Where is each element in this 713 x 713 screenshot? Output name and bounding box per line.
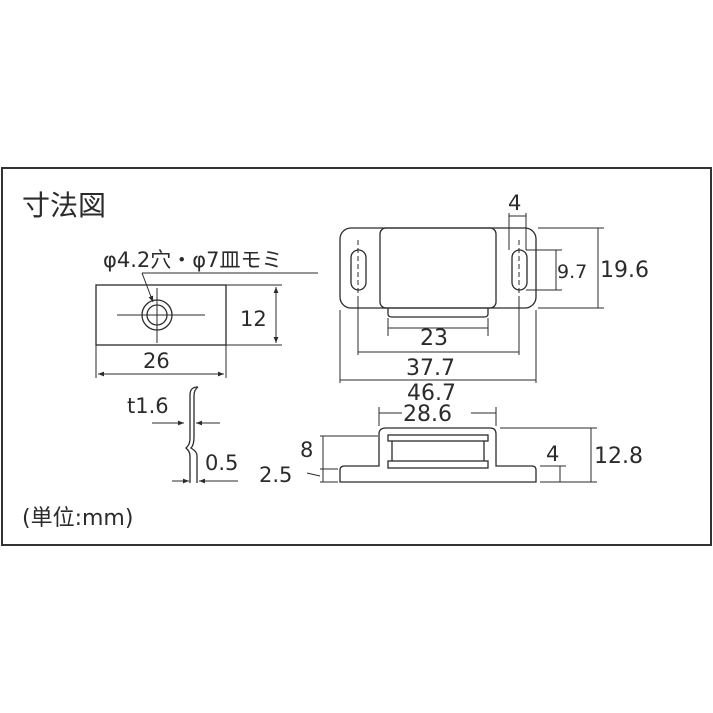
plate-view: φ4.2穴・φ7皿モミ 12 26: [95, 248, 318, 378]
unit-note: (単位:mm): [22, 506, 133, 531]
magnet-width-label: 28.6: [403, 402, 452, 427]
front-view: 28.6 8 2.5 4 12.8: [259, 402, 643, 487]
total-width-label: 46.7: [407, 381, 456, 406]
front-total-height-label: 12.8: [594, 444, 643, 469]
slot-width-label: 4: [508, 191, 521, 215]
body-height-label: 8: [300, 438, 313, 462]
base-plate-outline: [339, 227, 537, 309]
offset-label: 0.5: [205, 451, 238, 475]
flange-height-label: 4: [546, 442, 559, 466]
front-outline: [339, 427, 537, 483]
hole-pitch-label: 37.7: [406, 356, 455, 381]
magnet-body-outline: [379, 227, 497, 309]
thickness-label: t1.6: [127, 394, 169, 418]
plate-width-label: 26: [143, 349, 170, 373]
base-thickness-label: 2.5: [259, 463, 292, 487]
magnet-top-plate: [387, 434, 489, 442]
page-title: 寸法図: [22, 189, 106, 222]
magnet-bottom-plate: [387, 460, 489, 469]
plate-height-label: 12: [240, 307, 267, 331]
slot-length-label: 9.7: [557, 261, 587, 283]
callout-arrow: [141, 272, 154, 303]
drawing-frame: [1, 167, 712, 546]
magnet-lip: [387, 308, 489, 318]
total-height-label: 19.6: [600, 258, 649, 283]
side-profile: t1.6 0.5: [127, 386, 238, 484]
body-width-label: 23: [420, 326, 448, 351]
plate-outline: [95, 284, 227, 346]
top-view: 4 9.7 19.6 23 37.7 46.7: [339, 191, 649, 406]
hole-callout: φ4.2穴・φ7皿モミ: [103, 248, 282, 272]
